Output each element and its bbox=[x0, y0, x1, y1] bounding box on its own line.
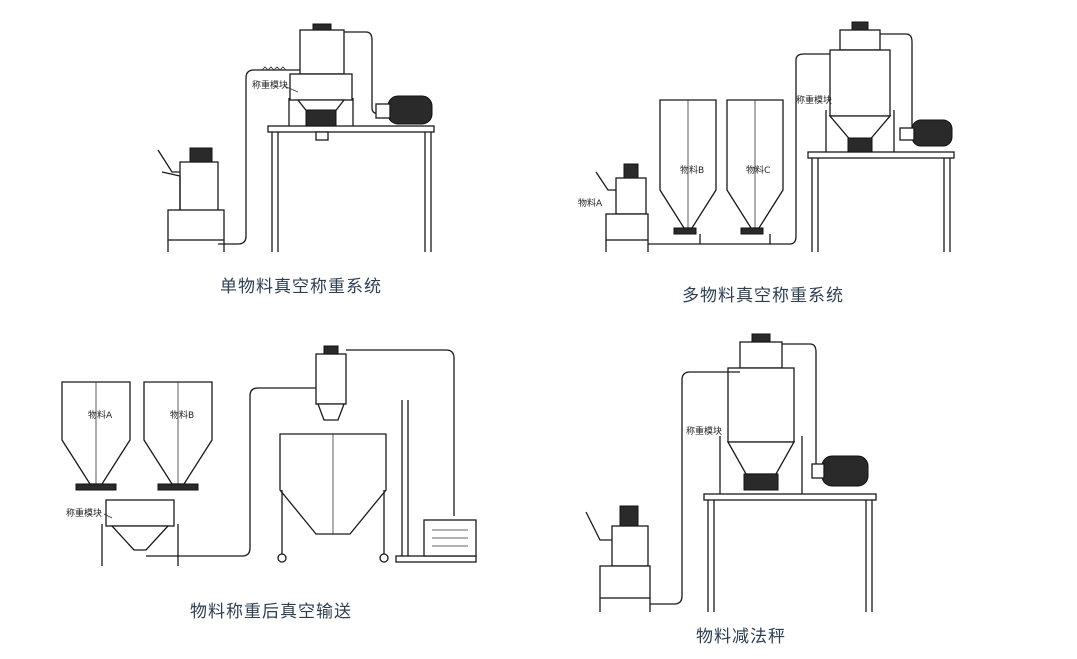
weigh-hopper bbox=[105, 499, 175, 527]
discharge-valve bbox=[743, 473, 779, 491]
feed-motor bbox=[623, 163, 639, 179]
material-a-label: 物料A bbox=[88, 409, 113, 421]
caption-loss-in-weight: 物料减法秤 bbox=[696, 627, 786, 647]
vacuum-pump bbox=[911, 119, 953, 147]
discharge-valve bbox=[305, 109, 337, 127]
feed-station bbox=[167, 209, 225, 241]
caption-single-material: 单物料真空称重系统 bbox=[220, 277, 382, 297]
panel-weigh-then-convey: 物料A 物料B 称重模块 bbox=[61, 345, 477, 566]
feed-station bbox=[599, 565, 651, 599]
material-c-label: 物料C bbox=[746, 164, 770, 176]
weigh-module-label: 称重模块 bbox=[252, 79, 288, 91]
feed-hopper bbox=[179, 161, 219, 213]
weigh-module-label: 称重模块 bbox=[66, 507, 102, 519]
panel-loss-in-weight: 称重模块 bbox=[585, 333, 877, 612]
weigh-module-label: 称重模块 bbox=[796, 94, 832, 106]
receiver-body bbox=[315, 353, 347, 405]
material-a-label: 物料A bbox=[578, 197, 603, 209]
filter-cap bbox=[751, 333, 771, 343]
feed-station bbox=[605, 213, 649, 241]
caption-multi-material: 多物料真空称重系统 bbox=[682, 286, 844, 306]
filter-cap bbox=[312, 23, 332, 31]
material-b-label: 物料B bbox=[680, 164, 704, 176]
feed-hopper bbox=[611, 525, 649, 567]
feed-motor bbox=[619, 505, 639, 527]
material-b-label: 物料B bbox=[170, 409, 194, 421]
vacuum-pump bbox=[387, 95, 433, 125]
panel-multi-material: 物料B 物料C 物料A 称重模块 bbox=[578, 21, 955, 252]
frame-table-top bbox=[703, 493, 877, 501]
receiver-lower bbox=[289, 73, 353, 101]
receiver-body bbox=[829, 49, 891, 117]
panel-single-material: 称重模块 bbox=[157, 23, 435, 252]
hopper-a bbox=[615, 177, 647, 215]
frame-table-top bbox=[807, 151, 955, 159]
filter-cap bbox=[323, 345, 339, 355]
vacuum-pump bbox=[821, 455, 869, 487]
receiver-upper bbox=[299, 29, 345, 75]
filter-cap bbox=[851, 21, 869, 31]
discharge-valve bbox=[847, 137, 873, 153]
frame-table-top bbox=[267, 125, 435, 133]
feed-motor bbox=[189, 147, 213, 163]
caption-weigh-then-convey: 物料称重后真空输送 bbox=[190, 602, 352, 622]
receiver-body bbox=[727, 367, 795, 443]
weigh-module-label: 称重模块 bbox=[686, 425, 722, 437]
